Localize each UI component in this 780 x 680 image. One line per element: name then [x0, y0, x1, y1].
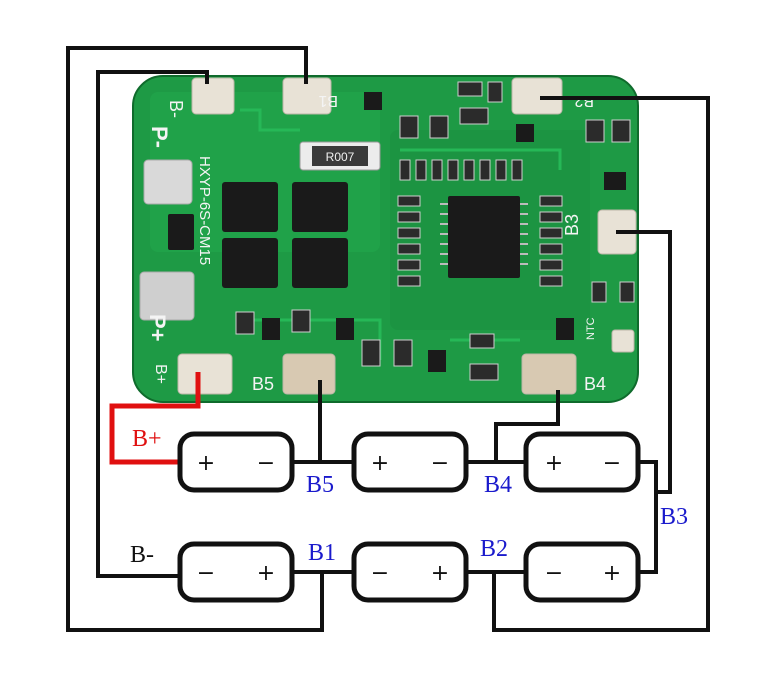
wire-b-minus [96, 70, 209, 578]
smd-components [235, 81, 635, 381]
mosfet-chip [292, 182, 348, 232]
ic-pins [440, 203, 528, 265]
silk-b3: B3 [562, 214, 582, 236]
silk-b5: B5 [252, 374, 274, 394]
shunt-resistor-body [312, 146, 368, 166]
cell-right-sign: − [431, 451, 449, 476]
cell-left-sign: + [371, 451, 389, 476]
wire-b3 [616, 230, 672, 494]
silk-p-plus: P+ [145, 314, 170, 342]
cell-right-sign: + [257, 561, 275, 586]
silk-model: HXYP-6S-CM15 [196, 156, 213, 265]
wire-b2 [492, 96, 710, 632]
pad-p-plus [139, 271, 195, 321]
label-b2: B2 [480, 536, 508, 562]
pad-p-minus [143, 159, 193, 205]
shunt-resistor-label: R007 [326, 150, 355, 164]
mosfet-chip [222, 238, 278, 288]
cell-left-sign: − [371, 561, 389, 586]
label-b-plus: B+ [132, 426, 162, 452]
cell-right-sign: + [603, 561, 621, 586]
wire-link [632, 460, 658, 574]
cell-left-sign: − [545, 561, 563, 586]
transistor-chip [168, 214, 194, 250]
pad-b-plus [177, 353, 233, 395]
transistor-chip [428, 350, 446, 372]
transistor-chip [364, 92, 382, 110]
battery-cell: − + [351, 541, 469, 603]
transistor-chip [336, 318, 354, 340]
silk-b1: B1 [318, 92, 338, 109]
silk-b4: B4 [584, 374, 606, 394]
cell-left-sign: + [545, 451, 563, 476]
wire-b1 [66, 46, 324, 632]
silk-b-minus: B- [166, 100, 186, 118]
pcb-trace [240, 108, 300, 132]
battery-cell: + − [177, 431, 295, 493]
transistor-chip [516, 124, 534, 142]
transistor-chip [262, 318, 280, 340]
label-b5: B5 [306, 472, 334, 498]
silk-b-plus: B+ [152, 364, 169, 384]
label-b4: B4 [484, 472, 512, 498]
label-b3: B3 [660, 504, 688, 530]
cell-right-sign: + [431, 561, 449, 586]
pcb-trace [400, 148, 562, 170]
transistor-chip [604, 172, 626, 190]
battery-cell: − + [177, 541, 295, 603]
pcb-board: R007 B- B1 B2 B3 B4 B5 P- [132, 75, 639, 403]
cell-right-sign: − [257, 451, 275, 476]
cell-left-sign: + [197, 451, 215, 476]
silk-p-minus: P- [147, 126, 172, 148]
pad-b5 [282, 353, 336, 395]
transistor-chip [556, 318, 574, 340]
battery-cells: + − + − + − − + − + − + [177, 431, 641, 603]
silk-ntc: NTC [585, 317, 597, 340]
label-b-minus: B- [130, 542, 154, 568]
mosfet-chip [292, 238, 348, 288]
mosfet-chip [222, 182, 278, 232]
silk-b2: B2 [574, 92, 594, 109]
pad-b4 [521, 353, 577, 395]
protection-ic [448, 196, 520, 278]
wiring [66, 46, 710, 632]
cell-left-sign: − [197, 561, 215, 586]
wire-b-plus [109, 372, 201, 465]
pad-b-minus [191, 77, 235, 115]
wire-b4 [494, 390, 560, 462]
battery-cell: + − [351, 431, 469, 493]
battery-cell: + − [523, 431, 641, 493]
pad-ntc [611, 329, 635, 353]
cell-right-sign: − [603, 451, 621, 476]
label-b1: B1 [308, 540, 336, 566]
battery-cell: − + [523, 541, 641, 603]
